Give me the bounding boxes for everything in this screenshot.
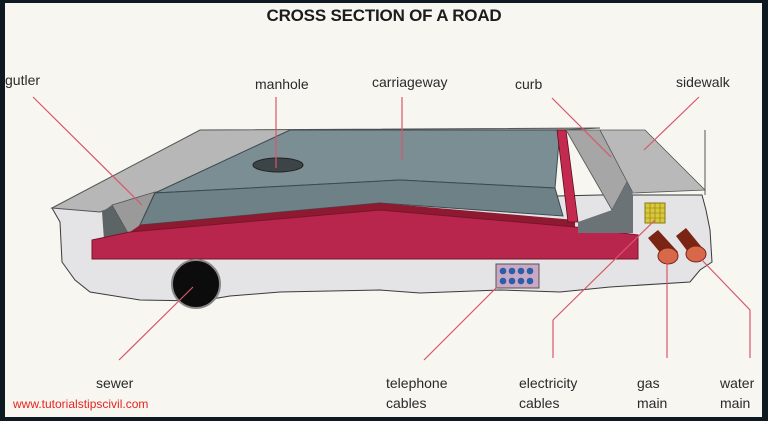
- water-main-pipe: [676, 228, 707, 263]
- label-gas-main: gas main: [637, 373, 667, 413]
- label-electricity-cables: electricity cables: [519, 373, 577, 413]
- leader-lines: [32, 96, 751, 361]
- label-water-main: water main: [720, 373, 754, 413]
- label-carriageway: carriageway: [372, 74, 448, 90]
- label-telephone-line2: cables: [386, 395, 427, 411]
- label-sewer: sewer: [96, 375, 134, 391]
- label-telephone-line1: telephone: [386, 375, 448, 391]
- curb-block: [578, 180, 633, 233]
- label-electricity-line2: cables: [519, 395, 560, 411]
- label-water-line1: water: [720, 375, 755, 391]
- telephone-cables: [499, 267, 534, 285]
- telephone-duct: [495, 263, 540, 289]
- label-electricity-line1: electricity: [519, 375, 578, 391]
- label-gas-line1: gas: [637, 375, 660, 391]
- diagram-title: CROSS SECTION OF A ROAD: [266, 6, 502, 25]
- label-telephone-cables: telephone cables: [386, 373, 448, 413]
- watermark-url: www.tutorialstipscivil.com: [13, 397, 149, 411]
- base-layer-edge: [130, 203, 575, 232]
- manhole-cover: [252, 157, 304, 173]
- gas-main-pipe: [648, 230, 679, 265]
- label-water-line2: main: [720, 395, 751, 411]
- label-gas-line2: main: [637, 395, 668, 411]
- label-sidewalk: sidewalk: [676, 74, 730, 90]
- label-manhole: manhole: [255, 76, 309, 92]
- label-gutter: gutler: [5, 72, 41, 88]
- label-curb: curb: [515, 76, 543, 92]
